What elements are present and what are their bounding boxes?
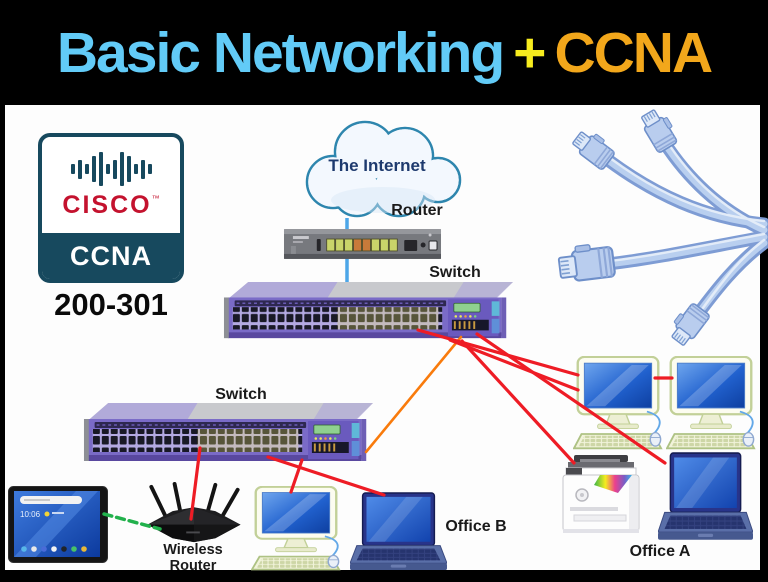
core-switch: [223, 281, 514, 340]
uplink-cable-orange: [364, 335, 463, 454]
tablet-clock: 10:06: [20, 510, 41, 519]
office-b-laptop: [350, 492, 447, 571]
office-switch: [83, 402, 374, 462]
wireless-router-device: [147, 482, 241, 543]
office-a-laptop: [658, 452, 753, 541]
cisco-bridge-icon: [70, 150, 152, 188]
switch2-label: Switch: [215, 386, 267, 403]
internet-label: The Internet: [328, 156, 426, 175]
printer-device: [562, 455, 640, 533]
trademark-symbol: ™: [151, 194, 160, 203]
office-a-desktop-2: [666, 356, 756, 450]
wireless-router-label: Wireless Router: [163, 542, 223, 574]
cisco-brand-text: CISCO: [62, 191, 152, 219]
ethernet-cable-red: [460, 339, 576, 465]
office-a-label: Office A: [629, 543, 691, 560]
switch1-label: Switch: [429, 264, 481, 281]
cisco-logo: CISCO ™: [42, 137, 180, 233]
tablet-device: 10:06: [8, 486, 108, 563]
title-banner: Basic Networking+CCNA: [0, 0, 768, 105]
exam-code: 200-301: [54, 287, 168, 322]
ethernet-cable-red: [448, 338, 580, 392]
ethernet-cables-graphic: [556, 105, 768, 349]
office-b-label: Office B: [445, 518, 507, 535]
title-basic-networking: Basic Networking: [56, 20, 505, 85]
office-a-desktop-1: [573, 356, 663, 450]
router-device: [283, 229, 442, 259]
internet-cloud: [305, 120, 462, 218]
title-ccna: CCNA: [554, 20, 713, 85]
ccna-cert-strip: CCNA: [42, 233, 180, 279]
cisco-ccna-badge: CISCO ™ CCNA: [38, 133, 184, 283]
router-label: Router: [391, 202, 443, 219]
diagram-stage: CISCO ™ CCNA 200-301 The Internet: [5, 105, 768, 574]
title-plus: +: [513, 20, 546, 85]
office-b-desktop: [251, 486, 341, 571]
